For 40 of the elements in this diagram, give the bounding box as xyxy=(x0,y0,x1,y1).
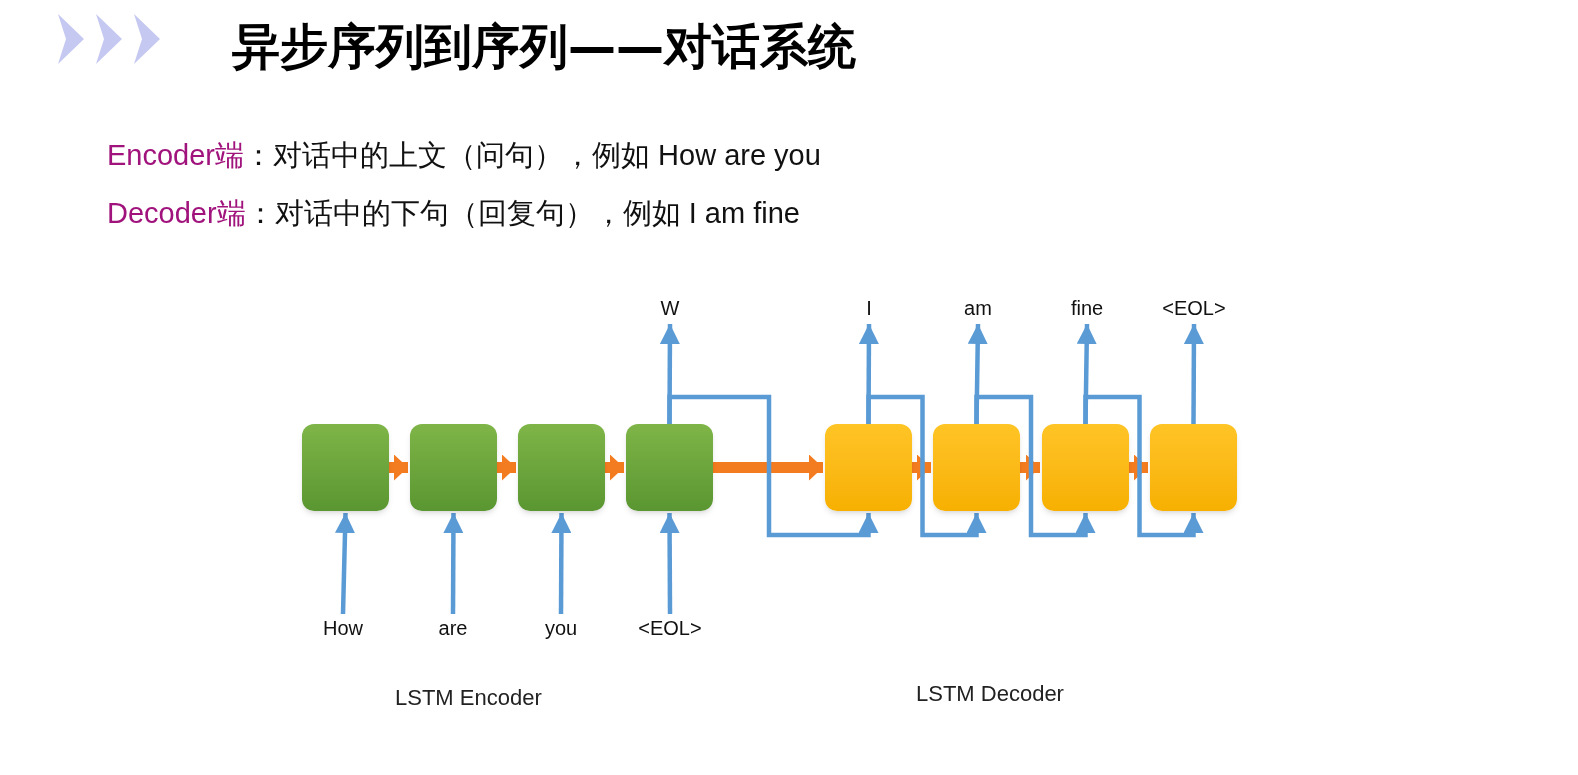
arrow xyxy=(605,454,624,481)
token-label: <EOL> xyxy=(625,614,715,642)
arrow xyxy=(389,454,408,481)
arrow xyxy=(443,513,464,614)
lstm-cell xyxy=(1042,424,1129,511)
lstm-cell xyxy=(518,424,605,511)
arrow xyxy=(1083,394,1204,538)
token-label: I xyxy=(829,294,909,322)
arrow xyxy=(713,454,823,481)
term-label: Encoder端 xyxy=(107,141,244,170)
arrow xyxy=(667,394,879,538)
lstm-cell xyxy=(1150,424,1237,511)
lstm-cell xyxy=(825,424,912,511)
lstm-cell xyxy=(410,424,497,511)
lstm-cell xyxy=(626,424,713,511)
arrow xyxy=(551,513,572,614)
token-label: am xyxy=(938,294,1018,322)
arrow xyxy=(335,512,355,615)
arrow xyxy=(1129,454,1148,481)
token-label: you xyxy=(521,614,601,642)
description-text: ：对话中的上文（问句），例如 How are you xyxy=(244,141,821,170)
arrow xyxy=(974,394,1096,538)
arrow xyxy=(497,454,516,481)
arrow xyxy=(1183,324,1204,424)
token-label: <EOL> xyxy=(1148,294,1240,322)
arrow xyxy=(866,394,987,538)
token-label: fine xyxy=(1047,294,1127,322)
lstm-cell xyxy=(302,424,389,511)
arrow xyxy=(1020,454,1040,481)
term-label: Decoder端 xyxy=(107,199,246,228)
section-label: LSTM Decoder xyxy=(916,680,1064,708)
description-text: ：对话中的下句（回复句），例如 I am fine xyxy=(245,199,800,228)
token-label: How xyxy=(303,614,383,642)
arrow xyxy=(912,454,931,481)
arrow xyxy=(659,513,680,614)
token-label: W xyxy=(630,294,710,322)
token-label: are xyxy=(413,614,493,642)
section-label: LSTM Encoder xyxy=(395,684,542,712)
lstm-cell xyxy=(933,424,1020,511)
title: 异步序列到序列——对话系统 xyxy=(232,22,856,70)
